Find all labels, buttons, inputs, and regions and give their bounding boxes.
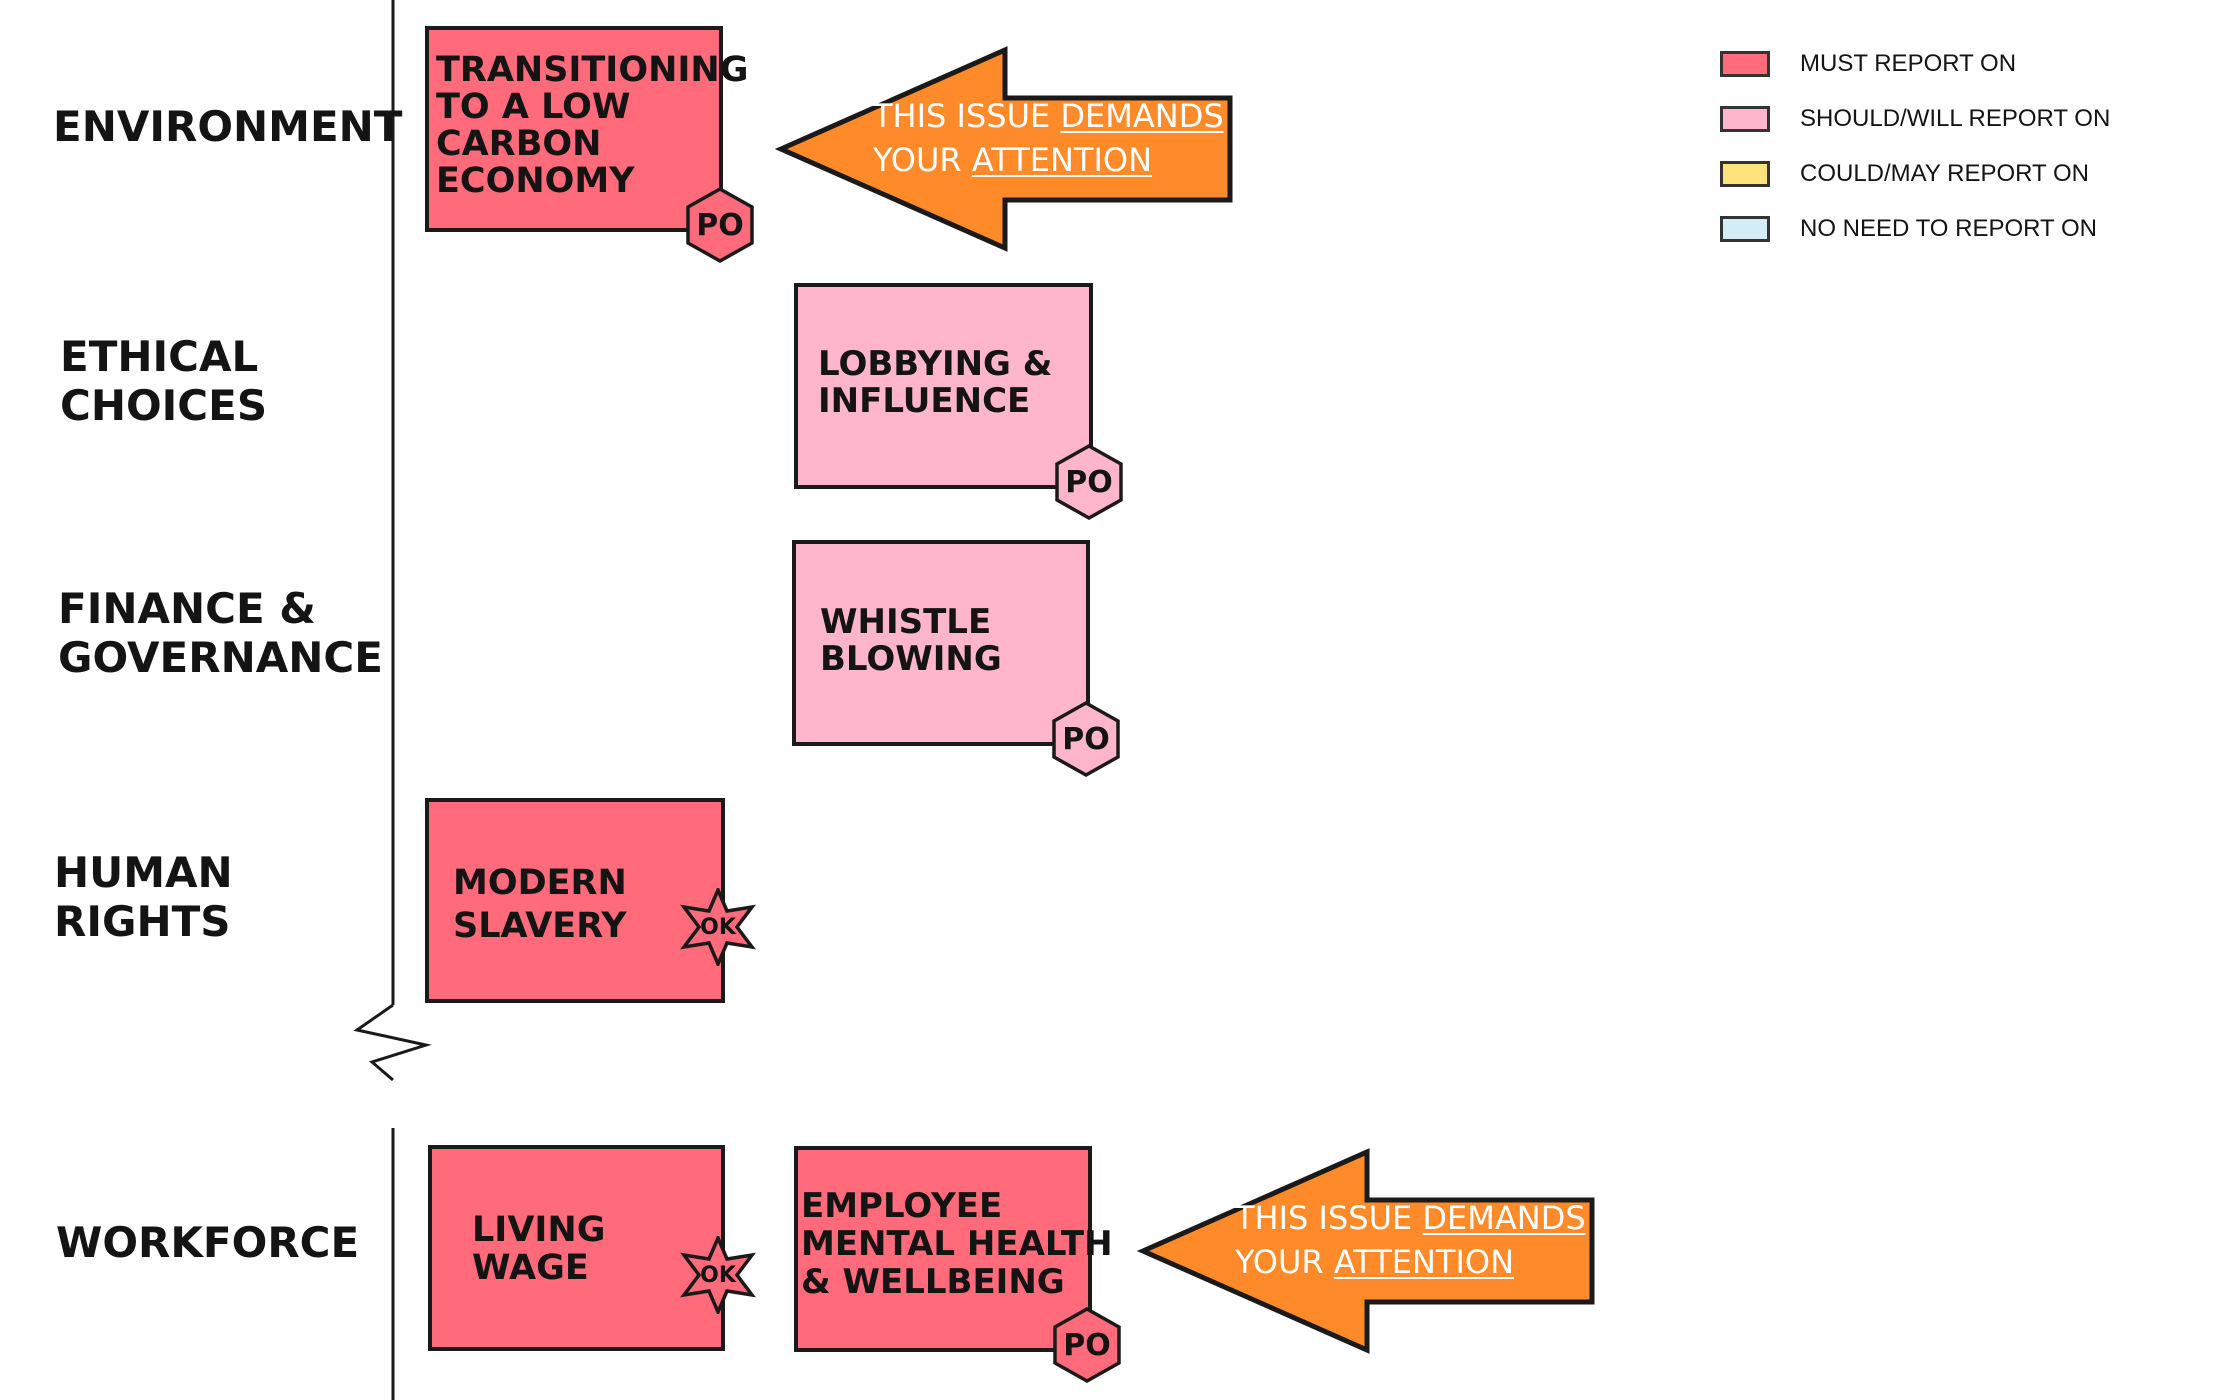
hexagon-icon [686, 186, 754, 264]
issue-mental-health-box [794, 1146, 1092, 1352]
category-human-rights: HUMAN RIGHTS [54, 848, 233, 946]
po-badge-text: PO [1065, 464, 1113, 500]
issue-whistle-box [792, 540, 1090, 746]
ok-badge-text: OK [700, 914, 736, 940]
issue-whistle-label: WHISTLE BLOWING [820, 602, 1002, 679]
po-badge-whistle: PO [1047, 700, 1125, 778]
legend-swatch [1720, 160, 1770, 187]
hexagon-icon [1055, 443, 1123, 521]
demands-underlined: DEMANDS [1060, 97, 1224, 135]
legend-item-should: SHOULD/WILL REPORT ON [1720, 91, 2110, 146]
category-environment: ENVIRONMENT [53, 102, 403, 151]
po-badge-text: PO [696, 207, 744, 243]
attention-underlined: ATTENTION [971, 141, 1153, 179]
issue-lobbying-box [794, 283, 1093, 489]
legend-swatch [1720, 105, 1770, 132]
category-ethical-choices: ETHICAL CHOICES [60, 332, 268, 430]
legend-label: SHOULD/WILL REPORT ON [1800, 104, 2111, 132]
po-badge-mental-health: PO [1048, 1306, 1126, 1384]
po-badge-low-carbon: PO [681, 186, 759, 264]
star-icon [680, 1236, 756, 1314]
left-arrow-icon [775, 46, 1233, 252]
issue-mental-health-label: EMPLOYEE MENTAL HEALTH & WELLBEING [801, 1186, 1113, 1302]
hexagon-icon [1053, 1306, 1121, 1384]
attention-callout-environment: THIS ISSUE DEMANDS YOUR ATTENTION [775, 44, 1245, 254]
legend: MUST REPORT ON SHOULD/WILL REPORT ON COU… [1720, 36, 2110, 256]
po-badge-lobbying: PO [1050, 443, 1128, 521]
ok-badge-living-wage: OK [679, 1236, 757, 1314]
ok-badge-modern-slavery: OK [679, 888, 757, 966]
category-finance-governance: FINANCE & GOVERNANCE [58, 584, 383, 682]
issue-living-wage-box [428, 1145, 725, 1351]
demands-underlined: DEMANDS [1422, 1199, 1586, 1237]
callout-text-workforce: THIS ISSUE DEMANDS YOUR ATTENTION [1235, 1199, 1586, 1281]
hexagon-icon [1052, 700, 1120, 778]
star-icon [680, 888, 756, 966]
legend-swatch [1720, 50, 1770, 77]
legend-item-no-need: NO NEED TO REPORT ON [1720, 201, 2110, 256]
legend-label: NO NEED TO REPORT ON [1800, 214, 2097, 242]
po-badge-text: PO [1063, 1327, 1111, 1363]
issue-low-carbon-label: TRANSITIONING TO A LOW CARBON ECONOMY [436, 50, 749, 201]
left-arrow-icon [1137, 1148, 1595, 1354]
attention-callout-workforce: THIS ISSUE DEMANDS YOUR ATTENTION [1137, 1146, 1607, 1356]
legend-item-could: COULD/MAY REPORT ON [1720, 146, 2110, 201]
attention-underlined: ATTENTION [1333, 1243, 1515, 1281]
ok-badge-text: OK [700, 1262, 736, 1288]
issue-low-carbon-box [425, 26, 723, 232]
legend-swatch [1720, 215, 1770, 242]
issue-living-wage-label: LIVING WAGE [472, 1210, 606, 1288]
legend-label: MUST REPORT ON [1800, 49, 2017, 77]
issue-lobbying-label: LOBBYING & INFLUENCE [818, 344, 1053, 421]
callout-text-environment: THIS ISSUE DEMANDS YOUR ATTENTION [873, 97, 1224, 179]
legend-label: COULD/MAY REPORT ON [1800, 159, 2089, 187]
issue-modern-slavery-label: MODERN SLAVERY [453, 863, 627, 946]
category-workforce: WORKFORCE [56, 1218, 360, 1267]
po-badge-text: PO [1062, 721, 1110, 757]
legend-item-must: MUST REPORT ON [1720, 36, 2110, 91]
